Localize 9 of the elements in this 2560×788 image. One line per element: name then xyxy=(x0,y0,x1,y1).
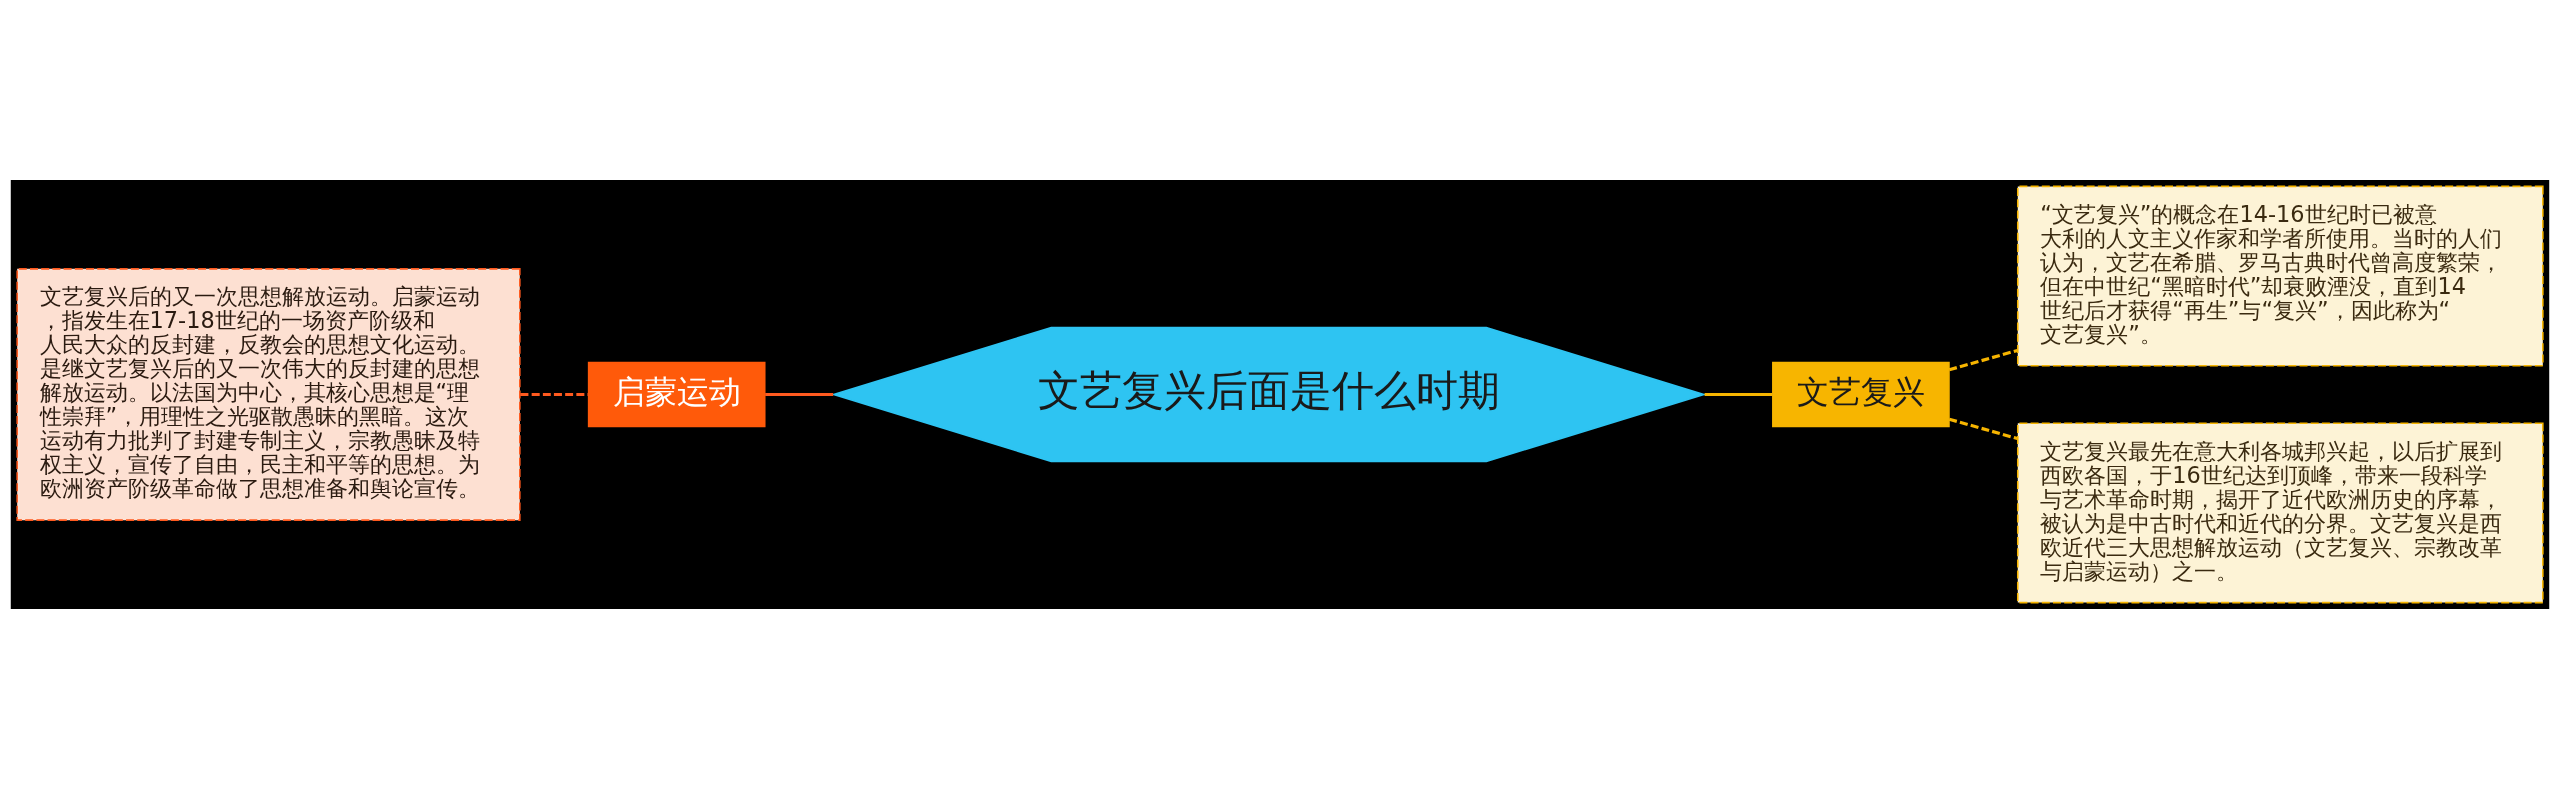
node-box: “文艺复兴”的概念在14-16世纪时已被意大利的人文主义作家和学者所使用。当时的人们认为，文艺在希腊、罗马古典时代曾高度繁荣，但在中世纪“黑暗时代”却衰败湮没，直到14世纪后才获得“再生”与“复兴”，因此称为“文艺复兴”。 xyxy=(2017,185,2544,366)
connector xyxy=(1948,348,2018,371)
node-box: 文艺复兴最先在意大利各城邦兴起，以后扩展到西欧各国，于16世纪达到顶峰，带来一段科学与艺术革命时期，揭开了近代欧洲历史的序幕，被认为是中古时代和近代的分界。文艺复兴是西欧近代三大思想解放运动（文艺复兴、宗教改革与启蒙运动）之一。 xyxy=(2017,422,2544,603)
node-box: 启蒙运动 xyxy=(587,361,766,427)
connector xyxy=(1704,392,1773,396)
node-box: 文艺复兴后的又一次思想解放运动。启蒙运动，指发生在17-18世纪的一场资产阶级和人民大众的反封建，反教会的思想文化运动。是继文艺复兴后的又一次伟大的反封建的思想解放运动。以法国为中心，其核心思想是“理性崇拜”，用理性之光驱散愚昧的黑暗。这次运动有力批判了封建专制主义，宗教愚昧及特权主义，宣传了自由，民主和平等的思想。为欧洲资产阶级革命做了思想准备和舆论宣传。 xyxy=(16,267,521,521)
connector xyxy=(765,392,834,396)
node-box: 文艺复兴 xyxy=(1772,361,1950,427)
connector xyxy=(1948,417,2018,440)
